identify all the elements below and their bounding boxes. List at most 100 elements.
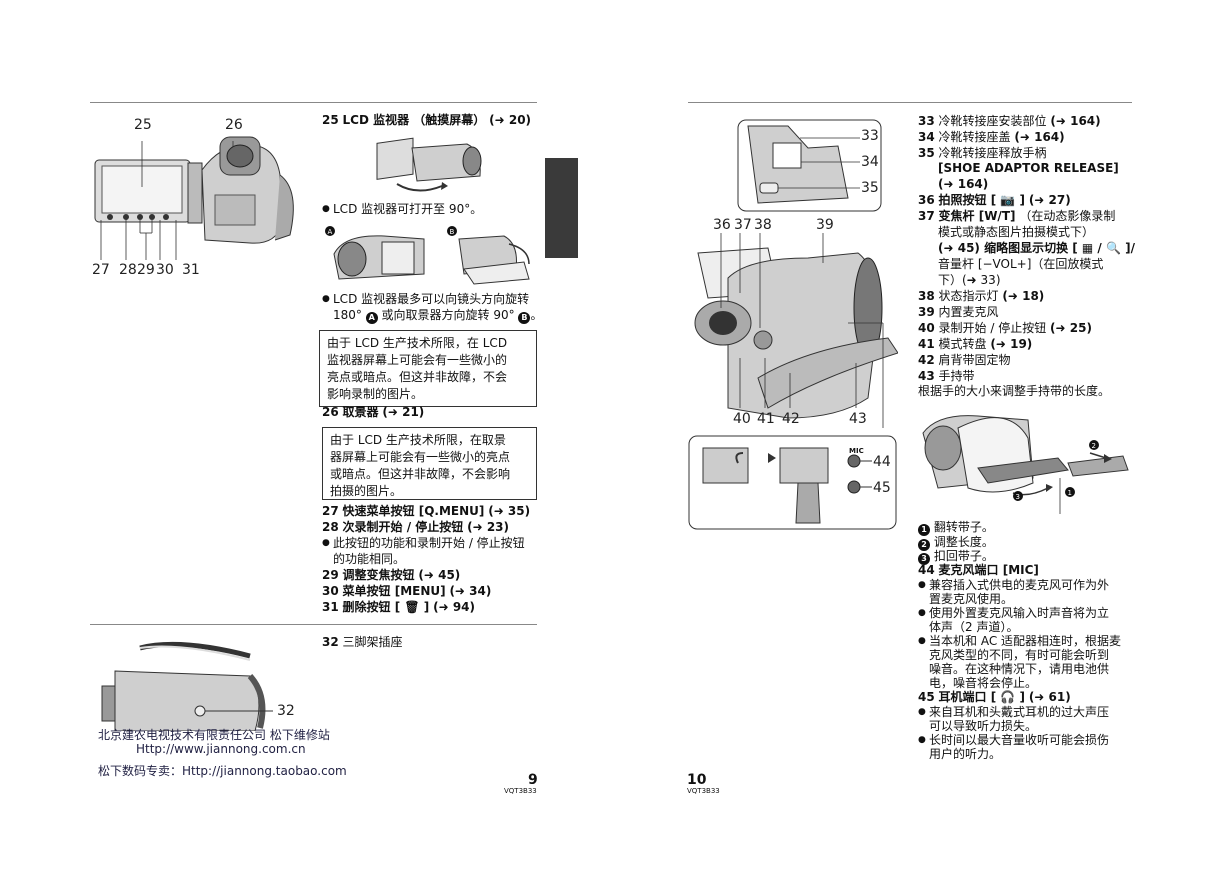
item-45: 45 耳机端口 [ 🎧 ] (➜ 61) xyxy=(918,690,1071,706)
item-44-text: 麦克风端口 [MIC] xyxy=(938,563,1039,577)
item-34-number: 34 xyxy=(918,130,935,144)
item-37-line2: 模式或静态图片拍摄模式下） xyxy=(938,225,1095,239)
item-39-text: 内置麦克风 xyxy=(938,305,999,319)
fig-label-32: 32 xyxy=(277,703,295,719)
item-41-text: 模式转盘 xyxy=(938,337,987,351)
fig-label-41: 41 xyxy=(757,411,775,427)
fig-label-36: 36 xyxy=(713,217,731,233)
item-33-text: 冷靴转接座安装部位 xyxy=(938,114,1047,128)
item-41-ref: (➜ 19) xyxy=(990,337,1033,351)
viewfinder-notice-line: 或暗点。但这并非故障，不会影响 xyxy=(330,467,511,481)
bullet-44-3: 当本机和 AC 适配器相连时，根据麦 克风类型的不同，有时可能会听到 噪音。在这… xyxy=(918,634,1121,690)
item-36-ref: (➜ 27) xyxy=(1028,193,1071,207)
fig-label-28: 28 xyxy=(119,262,137,278)
fig-label-26: 26 xyxy=(225,117,243,133)
item-42: 42 肩背带固定物 xyxy=(918,353,1011,369)
item-37-number: 37 xyxy=(918,209,935,223)
item-29-ref: (➜ 45) xyxy=(418,568,461,582)
lcd-notice-line: 由于 LCD 生产技术所限，在 LCD xyxy=(327,336,508,350)
bullet-44-3-line: 噪音。在这种情况下，请用电池供 xyxy=(929,662,1110,676)
svg-text:B: B xyxy=(450,228,455,236)
item-28: 28 次录制开始 / 停止按钮 (➜ 23) xyxy=(322,520,509,536)
lcd-open-figure xyxy=(376,137,482,192)
step-1: 1 翻转带子。 xyxy=(918,520,994,536)
bullet-sub-record-line: 的功能相同。 xyxy=(333,551,406,566)
item-36: 36 拍照按钮 [ 📷 ] (➜ 27) xyxy=(918,193,1071,209)
bullet-44-3-line: 克风类型的不同，有时可能会听到 xyxy=(929,648,1110,662)
item-29: 29 调整变焦按钮 (➜ 45) xyxy=(322,568,460,584)
fig-label-33: 33 xyxy=(861,128,879,144)
top-rule-left xyxy=(90,102,537,103)
viewfinder-notice-line: 由于 LCD 生产技术所限，在取景 xyxy=(330,433,506,447)
item-40-ref: (➜ 25) xyxy=(1050,321,1092,335)
item-35-line3: (➜ 164) xyxy=(938,177,989,191)
bullet-sub-record-line: 此按钮的功能和录制开始 / 停止按钮 xyxy=(333,536,525,550)
item-28-ref: (➜ 23) xyxy=(467,520,510,534)
fig-label-39: 39 xyxy=(816,217,834,233)
bullet-sub-record: 此按钮的功能和录制开始 / 停止按钮 的功能相同。 xyxy=(322,536,525,568)
marker-b-icon: B xyxy=(518,311,531,324)
fig-label-40: 40 xyxy=(733,411,751,427)
bullet-45-2-line: 长时间以最大音量收听可能会损伤 xyxy=(929,733,1110,747)
svg-text:1: 1 xyxy=(1068,489,1072,497)
item-31-number: 31 xyxy=(322,600,339,614)
item-26: 26 取景器 (➜ 21) xyxy=(322,405,424,421)
item-25-ref: (➜ 20) xyxy=(489,113,532,127)
page-number-right: 10 xyxy=(687,772,707,788)
item-31-ref: (➜ 94) xyxy=(433,600,476,614)
bullet-45-1: 来自耳机和头戴式耳机的过大声压 可以导致听力损失。 xyxy=(918,705,1109,733)
item-42-text: 肩背带固定物 xyxy=(938,353,1011,367)
item-28-text: 次录制开始 / 停止按钮 xyxy=(342,520,464,534)
bullet-45-1-line: 来自耳机和头戴式耳机的过大声压 xyxy=(929,705,1110,719)
item-42-number: 42 xyxy=(918,353,935,367)
item-32-text: 三脚架插座 xyxy=(342,635,403,649)
item-37-line4: 音量杆 [−VOL+]（在回放模式 xyxy=(938,257,1104,271)
bullet-44-1-line: 兼容插入式供电的麦克风可作为外 xyxy=(929,578,1110,592)
item-35-number: 35 xyxy=(918,146,935,160)
camcorder-side-figure xyxy=(688,119,898,530)
step-2-marker: 2 xyxy=(918,539,930,551)
item-27-text: 快速菜单按钮 [Q.MENU] xyxy=(342,504,485,518)
watermark-line-3: 松下数码专卖：Http://jiannong.taobao.com xyxy=(98,764,347,778)
fig-label-34: 34 xyxy=(861,154,879,170)
camcorder-lcd-figure xyxy=(94,136,294,260)
bullet-45-2-line: 用户的听力。 xyxy=(929,747,1002,761)
tripod-socket-figure xyxy=(101,641,273,731)
item-38-number: 38 xyxy=(918,289,935,303)
item-40: 40 录制开始 / 停止按钮 (➜ 25) xyxy=(918,321,1092,337)
item-29-text: 调整变焦按钮 xyxy=(342,568,415,582)
fig-label-45: 45 xyxy=(873,480,891,496)
item-26-text: 取景器 xyxy=(342,405,379,419)
fig-label-30: 30 xyxy=(156,262,174,278)
step-3-marker: 3 xyxy=(918,553,930,565)
bullet-lcd-90: LCD 监视器可打开至 90°。 xyxy=(322,202,482,218)
doc-code-right: VQT3B33 xyxy=(687,787,720,795)
item-38-ref: (➜ 18) xyxy=(1002,289,1045,303)
bullet-44-2: 使用外置麦克风输入时声音将为立 体声（2 声道）。 xyxy=(918,606,1109,634)
bullet-lcd-rotate: LCD 监视器最多可以向镜头方向旋转 180° A 或向取景器方向旋转 90° … xyxy=(322,292,542,324)
item-34-text: 冷靴转接座盖 xyxy=(938,130,1011,144)
item-37-text: 变焦杆 [W/T] xyxy=(938,209,1016,223)
item-30-text: 菜单按钮 [MENU] xyxy=(342,584,446,598)
item-37-rest: （在动态影像录制 xyxy=(1019,209,1116,223)
viewfinder-notice-line: 拍摄的图片。 xyxy=(330,484,403,498)
fig-label-38: 38 xyxy=(754,217,772,233)
lcd-notice-box: 由于 LCD 生产技术所限，在 LCD 监视器屏幕上可能会有一些微小的 亮点或暗… xyxy=(319,330,537,407)
item-40-number: 40 xyxy=(918,321,935,335)
item-30-ref: (➜ 34) xyxy=(449,584,492,598)
bullet-44-1: 兼容插入式供电的麦克风可作为外 置麦克风使用。 xyxy=(918,578,1109,606)
item-27-number: 27 xyxy=(322,504,339,518)
viewfinder-notice-box: 由于 LCD 生产技术所限，在取景 器屏幕上可能会有一些微小的亮点 或暗点。但这… xyxy=(322,427,537,500)
item-25: 25 LCD 监视器 （触摸屏幕） (➜ 20) xyxy=(322,113,531,129)
item-39: 39 内置麦克风 xyxy=(918,305,999,321)
item-33-number: 33 xyxy=(918,114,935,128)
item-39-number: 39 xyxy=(918,305,935,319)
item-37: 37 变焦杆 [W/T] （在动态影像录制 xyxy=(918,209,1115,225)
item-30-number: 30 xyxy=(322,584,339,598)
item-33: 33 冷靴转接座安装部位 (➜ 164) xyxy=(918,114,1101,130)
viewfinder-notice-line: 器屏幕上可能会有一些微小的亮点 xyxy=(330,450,511,464)
bullet-44-1-line: 置麦克风使用。 xyxy=(929,592,1014,606)
item-36-text: 拍照按钮 [ 📷 ] xyxy=(938,193,1025,207)
item-34-ref: (➜ 164) xyxy=(1014,130,1065,144)
step-3-text: 扣回带子。 xyxy=(933,549,994,563)
